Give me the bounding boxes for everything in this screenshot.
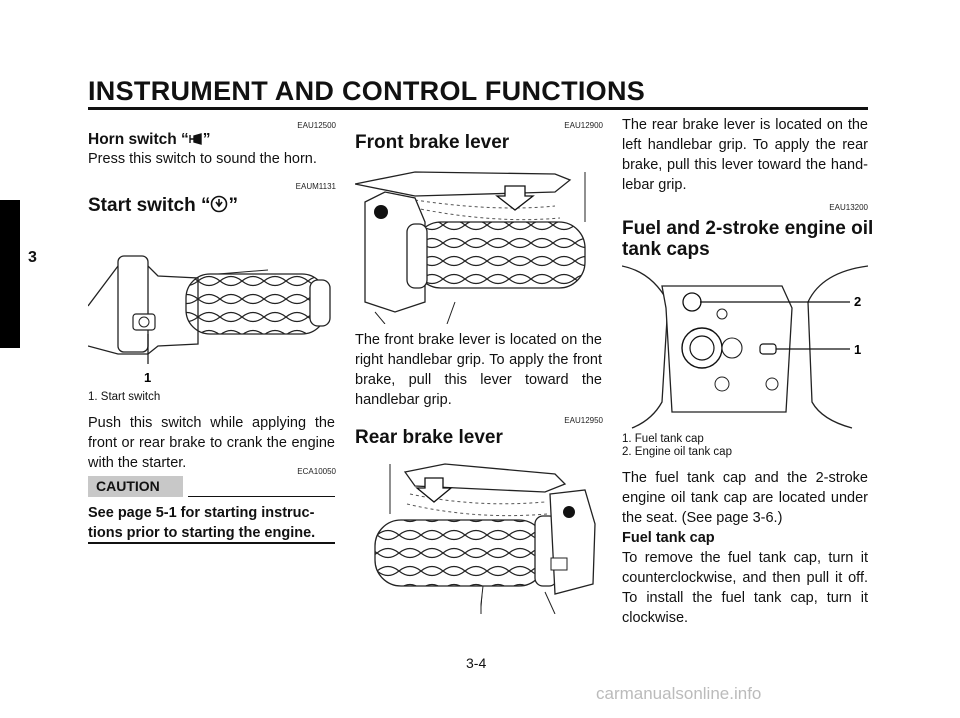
fuel-heading-line2: tank caps: [622, 239, 710, 260]
front-brake-illustration: [355, 171, 586, 324]
horn-switch-body: Press this switch to sound the horn.: [88, 151, 317, 167]
start-switch-illustration: 1: [88, 255, 331, 384]
caution-bottom-rule: [88, 542, 335, 544]
start-switch-callout: 1: [144, 370, 151, 384]
rear-brake-body: The rear brake lever is located on the l…: [622, 117, 868, 193]
fuel-tank-cap-body: To remove the fuel tank cap, turn it cou…: [622, 550, 868, 626]
rear-brake-illustration: [374, 463, 596, 614]
fuel-heading-line1: Fuel and 2-stroke engine oil: [622, 218, 874, 239]
rear-brake-heading: Rear brake lever: [355, 427, 503, 448]
page-header-title: INSTRUMENT AND CONTROL FUNCTIONS: [88, 76, 646, 106]
watermark: carmanualsonline.info: [596, 684, 762, 703]
start-switch-caption: 1. Start switch: [88, 391, 161, 403]
header-rule: [88, 107, 868, 110]
fuel-caps-body: The fuel tank cap and the 2-stroke engin…: [622, 470, 868, 526]
fuel-cap-callout: 1: [854, 342, 861, 357]
fuel-caps-illustration: 2 1: [622, 265, 868, 429]
fuel-caption-2: 2. Engine oil tank cap: [622, 446, 732, 458]
section-code-start: EAUM1131: [295, 182, 336, 191]
caution-label: CAUTION: [88, 476, 183, 497]
horn-switch-heading: Horn switch “”: [88, 131, 211, 148]
start-icon: [211, 195, 228, 213]
caution-text: See page 5-1 for starting instruc-tions …: [88, 505, 316, 541]
front-brake-body: The front brake lever is located on the …: [355, 332, 602, 408]
start-switch-heading: Start switch “”: [88, 195, 238, 216]
section-code-rear-brake: EAU12950: [564, 416, 603, 425]
start-switch-body: Push this switch while applying the fron…: [88, 415, 335, 471]
fuel-caption-1: 1. Fuel tank cap: [622, 433, 704, 445]
horn-icon: [189, 133, 202, 145]
fuel-tank-cap-subheading: Fuel tank cap: [622, 530, 715, 546]
chapter-number: 3: [28, 249, 37, 266]
section-code-fuel: EAU13200: [829, 203, 868, 212]
chapter-tab: [0, 200, 20, 348]
oil-cap-callout: 2: [854, 294, 861, 309]
front-brake-heading: Front brake lever: [355, 132, 510, 153]
section-code-caution: ECA10050: [297, 467, 336, 476]
section-code-horn: EAU12500: [297, 121, 336, 130]
section-code-front-brake: EAU12900: [564, 121, 603, 130]
page-number: 3-4: [466, 655, 487, 671]
caution-rule: [188, 496, 335, 497]
